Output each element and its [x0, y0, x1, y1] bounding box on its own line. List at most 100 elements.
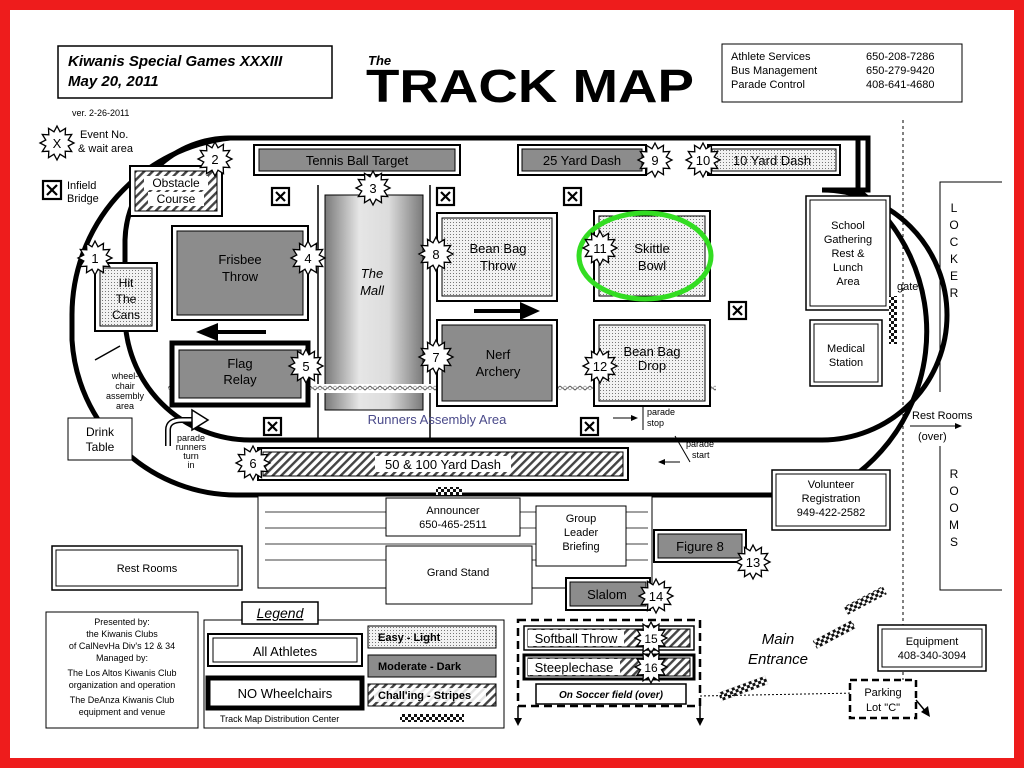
starburst-shape — [196, 140, 234, 178]
bridge-marker — [270, 186, 291, 207]
locker-letter: R — [950, 286, 959, 300]
event-number-3[interactable]: 3 — [354, 169, 392, 207]
legend-easy: Easy - Light — [378, 632, 441, 644]
bean-bag-drop-label-2: Drop — [638, 358, 666, 373]
volunteer-text-3: 949-422-2582 — [797, 507, 866, 519]
station-softball-throw[interactable]: Softball Throw — [523, 625, 695, 651]
starburst-shape — [354, 169, 392, 207]
turn-text-2: runners — [176, 442, 207, 452]
locker-rooms-building — [939, 181, 1002, 591]
skittle-bowl-label-2: Bowl — [638, 258, 666, 273]
event-number-text: 15 — [644, 632, 658, 646]
event-number-11[interactable]: 11 — [581, 229, 619, 267]
event-number-text: X — [53, 136, 62, 151]
station-steeplechase[interactable]: Steeplechase — [522, 653, 696, 681]
arrow-left-icon — [196, 323, 266, 341]
school-gathering-area: School Gathering Rest & Lunch Area — [805, 195, 891, 311]
legend-all-athletes: All Athletes — [253, 644, 318, 659]
station-slalom[interactable]: Slalom — [565, 577, 651, 611]
event-number-text: 1 — [91, 251, 98, 266]
presented-by-line: organization and operation — [69, 680, 176, 690]
station-figure-8[interactable]: Figure 8 — [653, 529, 747, 563]
station-tennis-ball-target[interactable]: Tennis Ball Target — [253, 144, 461, 176]
frisbee-throw-label-2: Throw — [222, 269, 259, 284]
event-number-14[interactable]: 14 — [637, 577, 675, 615]
station-flag-relay[interactable]: Flag Relay — [169, 340, 311, 408]
medical-station: Medical Station — [809, 319, 883, 387]
wheelchair-area-label: wheel- chair assembly area — [106, 371, 145, 411]
bridge-icon — [41, 179, 63, 201]
group-leader-text-2: Leader — [564, 527, 599, 539]
bridge-marker — [562, 186, 583, 207]
station-bean-bag-throw[interactable]: Bean Bag Throw — [436, 212, 558, 302]
event-number-6[interactable]: 6 — [234, 444, 272, 482]
event-number-2[interactable]: 2 — [196, 140, 234, 178]
softball-throw-label: Softball Throw — [535, 631, 618, 646]
event-number-text: 9 — [651, 153, 658, 168]
wheelchair-text-2: chair — [115, 381, 135, 391]
parade-start-text-2: start — [692, 450, 710, 460]
rest-rooms-label: Rest Rooms — [117, 563, 178, 575]
walkway-checker — [718, 675, 769, 702]
rooms-letter: S — [950, 535, 958, 549]
event-title-box: Kiwanis Special Games XXXIII May 20, 201… — [57, 45, 333, 99]
starburst-shape — [636, 141, 674, 179]
announcer-text-2: 650-465-2511 — [419, 519, 487, 531]
announcer-text-1: Announcer — [426, 505, 480, 517]
skittle-bowl-label-1: Skittle — [634, 241, 669, 256]
starburst-shape — [581, 347, 619, 385]
event-number-text: 6 — [249, 456, 256, 471]
event-number-8[interactable]: 8 — [417, 235, 455, 273]
station-25-yard-dash[interactable]: 25 Yard Dash — [517, 144, 647, 176]
event-number-text: 4 — [304, 251, 311, 266]
event-number-16[interactable]: 16 — [633, 649, 669, 685]
drink-table-label-2: Table — [86, 440, 115, 454]
parade-stop-text-1: parade — [647, 407, 675, 417]
walkway-checker — [812, 620, 856, 649]
presented-by-line: The Los Altos Kiwanis Club — [67, 668, 176, 678]
event-number-text: 10 — [696, 153, 710, 168]
station-nerf-archery[interactable]: Nerf Archery — [436, 319, 558, 407]
event-number-13[interactable]: 13 — [734, 543, 772, 581]
obstacle-course-label-2: Course — [157, 192, 196, 206]
event-number-1[interactable]: 1 — [76, 239, 114, 277]
hit-the-cans-label-3: Cans — [112, 308, 140, 322]
station-10-yard-dash[interactable]: 10 Yard Dash — [707, 144, 841, 176]
walkway-path — [699, 691, 911, 697]
station-50-100-yard-dash[interactable]: 50 & 100 Yard Dash — [257, 447, 629, 481]
parade-runners-turn-label: parade runners turn in — [176, 433, 207, 470]
event-number-text: 2 — [211, 152, 218, 167]
locker-letter: C — [950, 235, 959, 249]
station-frisbee-throw[interactable]: Frisbee Throw — [171, 225, 309, 321]
station-obstacle-course[interactable]: Obstacle Course — [129, 165, 223, 217]
locker-letter: L — [951, 201, 958, 215]
event-number-4[interactable]: 4 — [289, 239, 327, 277]
station-bean-bag-drop[interactable]: Bean Bag Drop — [593, 319, 711, 407]
obstacle-course-label-1: Obstacle — [152, 176, 200, 190]
event-number-text: 5 — [302, 359, 309, 374]
bean-bag-drop-label-1: Bean Bag — [623, 344, 680, 359]
10-yard-dash-label: 10 Yard Dash — [733, 153, 811, 168]
bean-bag-throw-label-1: Bean Bag — [469, 241, 526, 256]
event-number-text: 11 — [593, 241, 607, 256]
event-number-7[interactable]: 7 — [417, 338, 455, 376]
rooms-label: R O O M S — [949, 467, 959, 549]
nerf-archery-label-2: Archery — [476, 364, 521, 379]
soccer-field-label: On Soccer field (over) — [559, 690, 664, 701]
presented-by-line: Managed by: — [96, 653, 148, 663]
presented-by-line: equipment and venue — [79, 707, 166, 717]
gate-label: gate — [897, 281, 918, 293]
parking-text-1: Parking — [864, 687, 901, 699]
tennis-ball-target-label: Tennis Ball Target — [306, 153, 409, 168]
bridge-marker — [727, 300, 748, 321]
page-title: TRACK MAP — [366, 60, 694, 112]
event-number-5[interactable]: 5 — [287, 347, 325, 385]
event-number-10[interactable]: 10 — [684, 141, 722, 179]
event-number-9[interactable]: 9 — [636, 141, 674, 179]
volunteer-text-1: Volunteer — [808, 479, 855, 491]
event-number-12[interactable]: 12 — [581, 347, 619, 385]
station-hit-the-cans[interactable]: Hit The Cans — [94, 262, 158, 332]
walkway-checker — [843, 586, 887, 615]
